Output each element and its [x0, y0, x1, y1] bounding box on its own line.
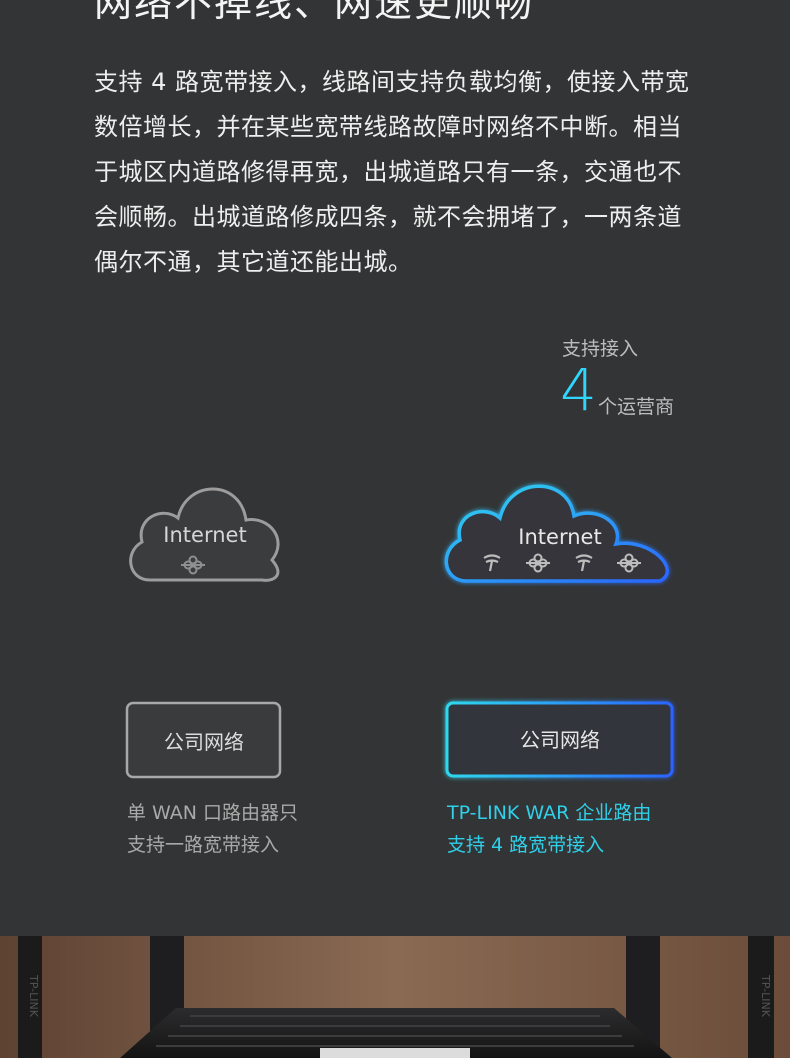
network-diagram: Internet 公司网络 Internet [125, 484, 674, 779]
right-box-label: 公司网络 [520, 728, 600, 752]
telecom-logo-icon [575, 554, 593, 572]
right-company-box [445, 701, 674, 778]
right-diagram: Internet 公司网络 [444, 484, 674, 778]
antenna-right-outer [748, 936, 774, 1058]
isp-unit-label: 个运营商 [598, 396, 675, 418]
unicom-logo-icon [526, 553, 550, 573]
left-caption-line2: 支持一路宽带接入 [127, 834, 280, 856]
left-box-label: 公司网络 [164, 730, 244, 754]
left-cloud-label: Internet [163, 523, 246, 547]
left-internet-cloud [129, 487, 280, 582]
left-company-box [125, 701, 282, 779]
antenna-brand-right: TP-LINK [759, 974, 772, 1018]
antenna-left-outer [18, 936, 42, 1058]
unicom-logo-icon [617, 553, 641, 573]
support-label: 支持接入 [562, 338, 639, 360]
telecom-logo-icon [483, 554, 501, 572]
right-caption-line2: 支持 4 路宽带接入 [447, 834, 605, 856]
right-internet-cloud [444, 484, 669, 583]
left-caption-line1: 单 WAN 口路由器只 [127, 802, 299, 824]
isp-count: 4 [560, 356, 597, 424]
headline: 网络不掉线、网速更顺畅 [94, 0, 535, 25]
body-paragraph: 支持 4 路宽带接入，线路间支持负载均衡，使接入带宽数倍增长，并在某些宽带线路故… [94, 68, 690, 276]
right-caption: TP-LINK WAR 企业路由 支持 4 路宽带接入 [447, 797, 651, 861]
right-cloud-label: Internet [518, 525, 601, 549]
router-photo: TP-LINK TP-LINK [0, 936, 790, 1058]
left-caption: 单 WAN 口路由器只 支持一路宽带接入 [127, 797, 298, 861]
router-illustration: TP-LINK TP-LINK [0, 936, 790, 1058]
unicom-logo-icon [181, 555, 205, 575]
right-caption-line1: TP-LINK WAR 企业路由 [447, 802, 652, 824]
left-diagram: Internet 公司网络 [125, 487, 282, 779]
antenna-brand-left: TP-LINK [27, 974, 40, 1018]
